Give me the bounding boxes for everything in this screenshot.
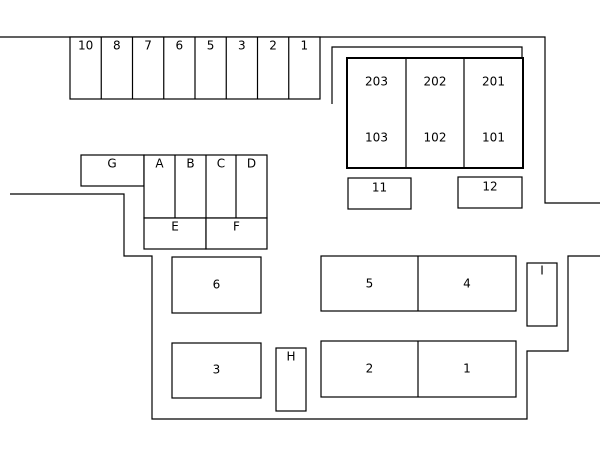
- space-f-label: F: [233, 220, 240, 234]
- building-6: 6: [171, 256, 262, 314]
- boundary-bottom: [10, 193, 600, 420]
- building-4-label: 4: [463, 277, 471, 291]
- space-e-label: E: [171, 220, 179, 234]
- space-a-label: A: [155, 157, 164, 171]
- space-d-label: D: [247, 157, 256, 171]
- building-3-box: [171, 342, 262, 399]
- space-c-label: C: [217, 157, 225, 171]
- unit-lower-label: 101: [482, 131, 505, 145]
- building-wall-outline: [331, 46, 523, 104]
- building-3-label: 3: [213, 363, 221, 377]
- space-e-box: [143, 217, 207, 250]
- storage-unit-11: 11: [347, 177, 412, 210]
- parking-block-left: G A B C D E F: [80, 154, 268, 250]
- unit-h-label: H: [286, 350, 295, 364]
- unit-12-label: 12: [482, 180, 497, 194]
- unit-11-box: [347, 177, 412, 210]
- space-g-box: [80, 154, 145, 187]
- building-6-label: 6: [213, 278, 221, 292]
- unit-h: H: [275, 347, 307, 412]
- unit-lower-label: 102: [424, 131, 447, 145]
- building-5-label: 5: [366, 277, 374, 291]
- unit-upper-label: 203: [365, 75, 388, 89]
- unit-lower-label: 103: [365, 131, 388, 145]
- unit-upper-label: 201: [482, 75, 505, 89]
- parking-strip-top: 10 8 7 6 5 3 2 1: [69, 36, 321, 100]
- unit-i: I: [526, 262, 558, 327]
- storage-unit-12: 12: [457, 176, 523, 209]
- parking-space-label: 3: [238, 39, 246, 53]
- unit-upper-label: 202: [424, 75, 447, 89]
- parking-space-label: 5: [207, 39, 215, 53]
- building-3: 3: [171, 342, 262, 399]
- unit-h-box: [275, 347, 307, 412]
- main-building: 203 202 201 103 102 101: [331, 46, 524, 169]
- parking-space-label: 10: [78, 39, 93, 53]
- building-2-label: 2: [366, 362, 374, 376]
- unit-11-label: 11: [372, 181, 387, 195]
- parking-space-label: 8: [113, 39, 121, 53]
- space-b-label: B: [186, 157, 194, 171]
- building-5-4: 5 4: [320, 255, 517, 312]
- unit-i-label: I: [540, 264, 544, 278]
- parking-space-label: 7: [144, 39, 152, 53]
- parking-space-label: 2: [269, 39, 277, 53]
- building-2-1: 2 1: [320, 340, 517, 398]
- parking-space-label: 1: [301, 39, 309, 53]
- building-outline: [346, 57, 524, 169]
- unit-12-box: [457, 176, 523, 209]
- unit-i-box: [526, 262, 558, 327]
- space-g-label: G: [107, 157, 116, 171]
- building-1-label: 1: [463, 362, 471, 376]
- space-f-box: [205, 217, 268, 250]
- parking-space-label: 6: [176, 39, 184, 53]
- building-6-box: [171, 256, 262, 314]
